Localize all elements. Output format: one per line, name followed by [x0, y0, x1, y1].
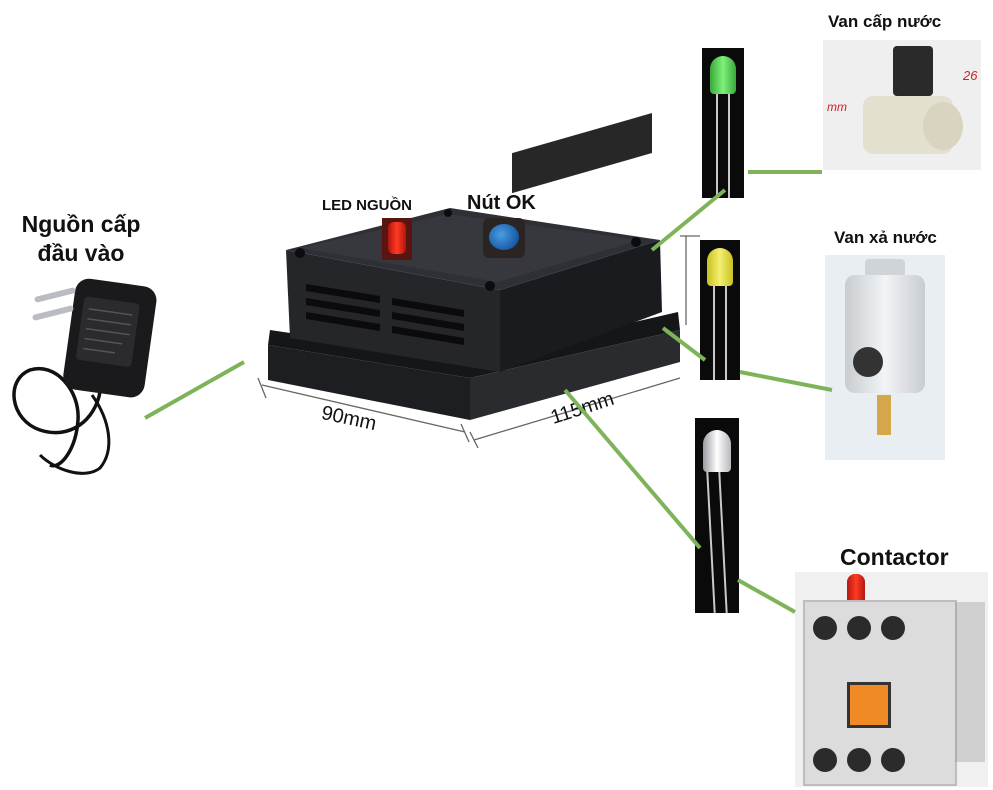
drain-valve-body [845, 275, 925, 393]
contactor-terminal-row-bottom [813, 748, 933, 772]
yellow-led-image [700, 240, 740, 380]
ok-button-label: Nút OK [467, 192, 536, 214]
power-input-label-line1: Nguồn cấp [21, 211, 141, 237]
enclosure-top [286, 208, 660, 290]
contactor-terminal-row-top [813, 616, 933, 640]
water-drain-valve-image [825, 255, 945, 460]
power-input-label: Nguồn cấp đầu vào [12, 210, 150, 268]
green-led-image [702, 48, 744, 198]
power-input-label-line2: đầu vào [37, 240, 125, 266]
inlet-valve-port [923, 102, 963, 150]
clear-led-image [695, 418, 739, 613]
drain-valve-window [853, 347, 883, 377]
contactor-actuator [847, 682, 891, 728]
connector-yellow-led-drain [739, 370, 833, 392]
connector-adapter-box [144, 360, 245, 420]
connector-box-yellow-led [661, 326, 707, 362]
ok-button-image[interactable] [483, 218, 525, 258]
drain-valve-fitting [877, 395, 891, 435]
clear-led-head [703, 430, 731, 472]
contactor-image [795, 572, 988, 787]
led-power-label: LED NGUỒN [322, 197, 412, 214]
power-led-image [382, 218, 412, 260]
adapter-prong-2 [32, 305, 74, 321]
yellow-led-head [707, 248, 733, 286]
contactor-label: Contactor [840, 544, 949, 570]
inlet-valve-mark-right: 26 [963, 68, 978, 83]
enclosure-vents [306, 284, 464, 345]
adapter-prong-1 [34, 287, 76, 303]
power-led-glow [388, 222, 406, 254]
adapter-body [63, 278, 157, 398]
green-led-head [710, 56, 736, 94]
ok-button-cap[interactable] [489, 224, 519, 250]
enclosure-front [286, 250, 500, 372]
contactor-aux-block [955, 602, 985, 762]
drain-valve-top [865, 259, 905, 277]
dimension-width-label: 90mm [319, 402, 379, 436]
enclosure-base [268, 312, 680, 378]
dimension-length-label: 115mm [548, 387, 617, 429]
water-inlet-valve-label: Van cấp nước [828, 12, 942, 31]
connector-clear-led-contactor [737, 578, 796, 614]
water-drain-valve-label: Van xả nước [834, 228, 937, 247]
inlet-valve-coil [893, 46, 933, 96]
adapter-cable [12, 366, 102, 468]
enclosure-side [500, 240, 662, 372]
water-inlet-valve-image: mm 26 [823, 40, 981, 170]
inlet-valve-mark-left: mm [827, 100, 847, 114]
adapter-cable-2 [38, 394, 111, 475]
